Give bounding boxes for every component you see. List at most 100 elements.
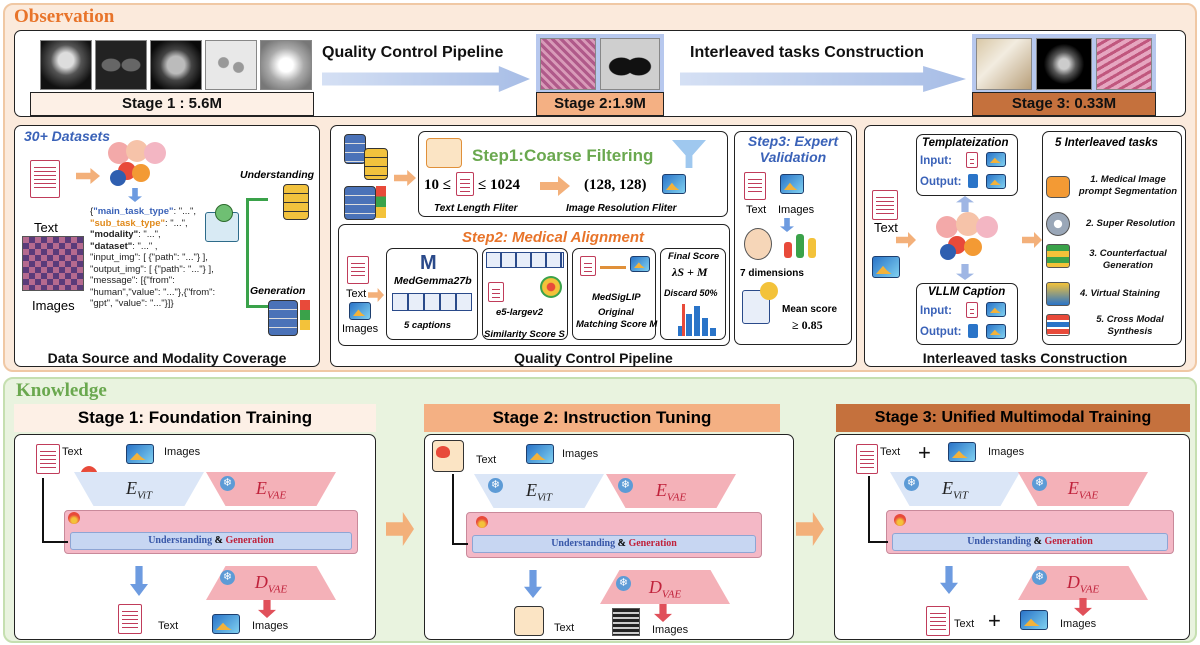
text-document-icon bbox=[30, 160, 60, 198]
s2-backbone-bar: Understanding & Generation bbox=[472, 535, 756, 553]
generation-label: Generation bbox=[250, 285, 306, 297]
s3-image-icon bbox=[948, 442, 976, 462]
s3-out-image-icon bbox=[1020, 610, 1048, 630]
s3-out-images-label: Images bbox=[1060, 618, 1097, 630]
seven-dimensions-label: 7 dimensions bbox=[740, 268, 804, 279]
step3-doc-icon bbox=[744, 172, 766, 200]
qc-flags-icon bbox=[376, 186, 386, 218]
s1-decoder-frozen-icon: ❄ bbox=[220, 570, 235, 585]
brain-mri-thumbnail bbox=[1036, 38, 1092, 90]
task-4: 4. Virtual Staining bbox=[1080, 288, 1160, 299]
interleaved-image-icon bbox=[872, 256, 900, 278]
step1-title: Step1:Coarse Filtering bbox=[472, 146, 654, 165]
image-resolution-filter-label: Image Resolution Fliter bbox=[566, 203, 677, 214]
smile-icon bbox=[760, 282, 778, 300]
interleaved-text-label: Text bbox=[874, 220, 898, 235]
data-images-label: Images bbox=[32, 298, 75, 313]
xray-thumbnail bbox=[260, 40, 312, 90]
s2-decoder-frozen-icon: ❄ bbox=[616, 576, 631, 591]
interleaved-caption: Interleaved tasks Construction bbox=[922, 350, 1128, 366]
vllm-output-doc-icon bbox=[968, 324, 978, 338]
s3-vae-frozen-icon: ❄ bbox=[1032, 476, 1047, 491]
json-line-4: "dataset": "..." , bbox=[90, 240, 158, 252]
e5-label: e5-largev2 bbox=[496, 307, 544, 318]
s3-skip-line bbox=[868, 476, 870, 542]
qc-database-icon bbox=[364, 148, 388, 180]
json-line-5: "input_img": [ {"path": "..."} ], bbox=[90, 252, 208, 263]
similarity-label: Similarity Score S bbox=[484, 329, 565, 340]
stage1-count: Stage 1 : 5.6M bbox=[30, 92, 314, 116]
vllm-input-label: Input: bbox=[920, 305, 952, 317]
medgemma-label: MedGemma27b bbox=[394, 275, 472, 287]
s1-text-label: Text bbox=[62, 446, 83, 458]
checklist-icon bbox=[205, 212, 239, 242]
length-lower-bound: 10 ≤ bbox=[424, 177, 451, 193]
microscopy-thumbnail bbox=[205, 40, 257, 90]
k-stage1-title: Stage 1: Foundation Training bbox=[14, 404, 376, 432]
s2-heart-icon bbox=[436, 446, 450, 458]
center-cluster-icon bbox=[930, 212, 1004, 262]
json-line-3: "modality": "...", bbox=[90, 229, 161, 240]
s3-backbone-flame-icon bbox=[894, 514, 906, 526]
s1-encoder-vit bbox=[74, 472, 204, 506]
medsiglip-doc-icon bbox=[580, 256, 596, 276]
text-length-filter-label: Text Length Fliter bbox=[434, 203, 518, 214]
s2-out-instruction-icon bbox=[514, 606, 544, 636]
datasets-heading: 30+ Datasets bbox=[24, 128, 111, 144]
k-stage3-title: Stage 3: Unified Multimodal Training bbox=[836, 404, 1190, 432]
s3-encoder-vit-label: EViT bbox=[941, 478, 969, 502]
stage2-count: Stage 2:1.9M bbox=[536, 92, 664, 116]
step3-title: Step3: Expert Validation bbox=[747, 133, 839, 165]
json-sample: {"main_task_type": "...", "sub_task_type… bbox=[90, 206, 240, 310]
tasks-box bbox=[1042, 131, 1182, 345]
task-3: 3. Counterfactual Generation bbox=[1089, 248, 1167, 271]
s3-out-text-label: Text bbox=[954, 618, 975, 630]
branch-up bbox=[246, 198, 268, 201]
stained-tissue-thumbnail bbox=[1096, 38, 1152, 90]
check-badge-icon bbox=[215, 204, 233, 222]
s1-out-image-icon bbox=[212, 614, 240, 634]
final-score-box bbox=[660, 248, 726, 340]
json-line-2: "sub_task_type": "...", bbox=[90, 217, 188, 229]
generation-database-icon bbox=[268, 300, 298, 336]
tasks-heading: 5 Interleaved tasks bbox=[1055, 137, 1158, 149]
template-input-label: Input: bbox=[920, 155, 952, 167]
vllm-input-doc-icon bbox=[966, 302, 978, 318]
step2-text-doc-icon bbox=[347, 256, 369, 284]
s2-out-images-label: Images bbox=[652, 624, 689, 636]
s3-out-plus: + bbox=[988, 608, 1001, 633]
s1-skip-line-h bbox=[42, 541, 68, 543]
super-resolution-icon bbox=[1046, 212, 1070, 236]
s1-backbone-flame-icon bbox=[68, 512, 80, 524]
json-line-7: "message": [{"from": bbox=[90, 275, 175, 286]
s2-image-icon bbox=[526, 444, 554, 464]
s3-out-doc-icon bbox=[926, 606, 950, 636]
mean-score-threshold: ≥ 0.85 bbox=[792, 318, 823, 332]
vllm-caption-title: VLLM Caption bbox=[928, 286, 1006, 298]
step2-title: Step2: Medical Alignment bbox=[462, 229, 644, 246]
chest-xray-thumbnail bbox=[600, 38, 660, 90]
step2-images-label: Images bbox=[342, 323, 379, 335]
json-line-1: {"main_task_type": "...", bbox=[90, 206, 197, 217]
cross-modal-icon bbox=[1046, 314, 1070, 336]
mean-score-label: Mean score bbox=[782, 304, 838, 315]
understanding-database-icon bbox=[283, 184, 309, 220]
s2-decoder-vae-label: DVAE bbox=[648, 577, 682, 601]
json-line-8: "human","value": "..."},{"from": bbox=[90, 286, 216, 298]
template-output-doc-icon bbox=[968, 174, 978, 188]
s2-backbone-flame-icon bbox=[476, 516, 488, 528]
qc-storage-icon bbox=[344, 186, 376, 220]
mri-thumbnail bbox=[150, 40, 202, 90]
length-upper-bound: ≤ 1024 bbox=[478, 177, 520, 193]
counterfactual-icon bbox=[1046, 244, 1070, 268]
final-score-label: Final Score bbox=[668, 251, 720, 262]
s1-skip-line bbox=[42, 478, 44, 542]
medsiglip-image-icon bbox=[630, 256, 650, 272]
original-label: Original bbox=[598, 307, 634, 318]
branch-down bbox=[246, 305, 268, 308]
template-input-image-icon bbox=[986, 152, 1006, 167]
data-source-caption: Data Source and Modality Coverage bbox=[47, 350, 287, 366]
s1-image-icon bbox=[126, 444, 154, 464]
segmentation-icon bbox=[1046, 176, 1070, 198]
step2-text-label: Text bbox=[346, 288, 367, 300]
